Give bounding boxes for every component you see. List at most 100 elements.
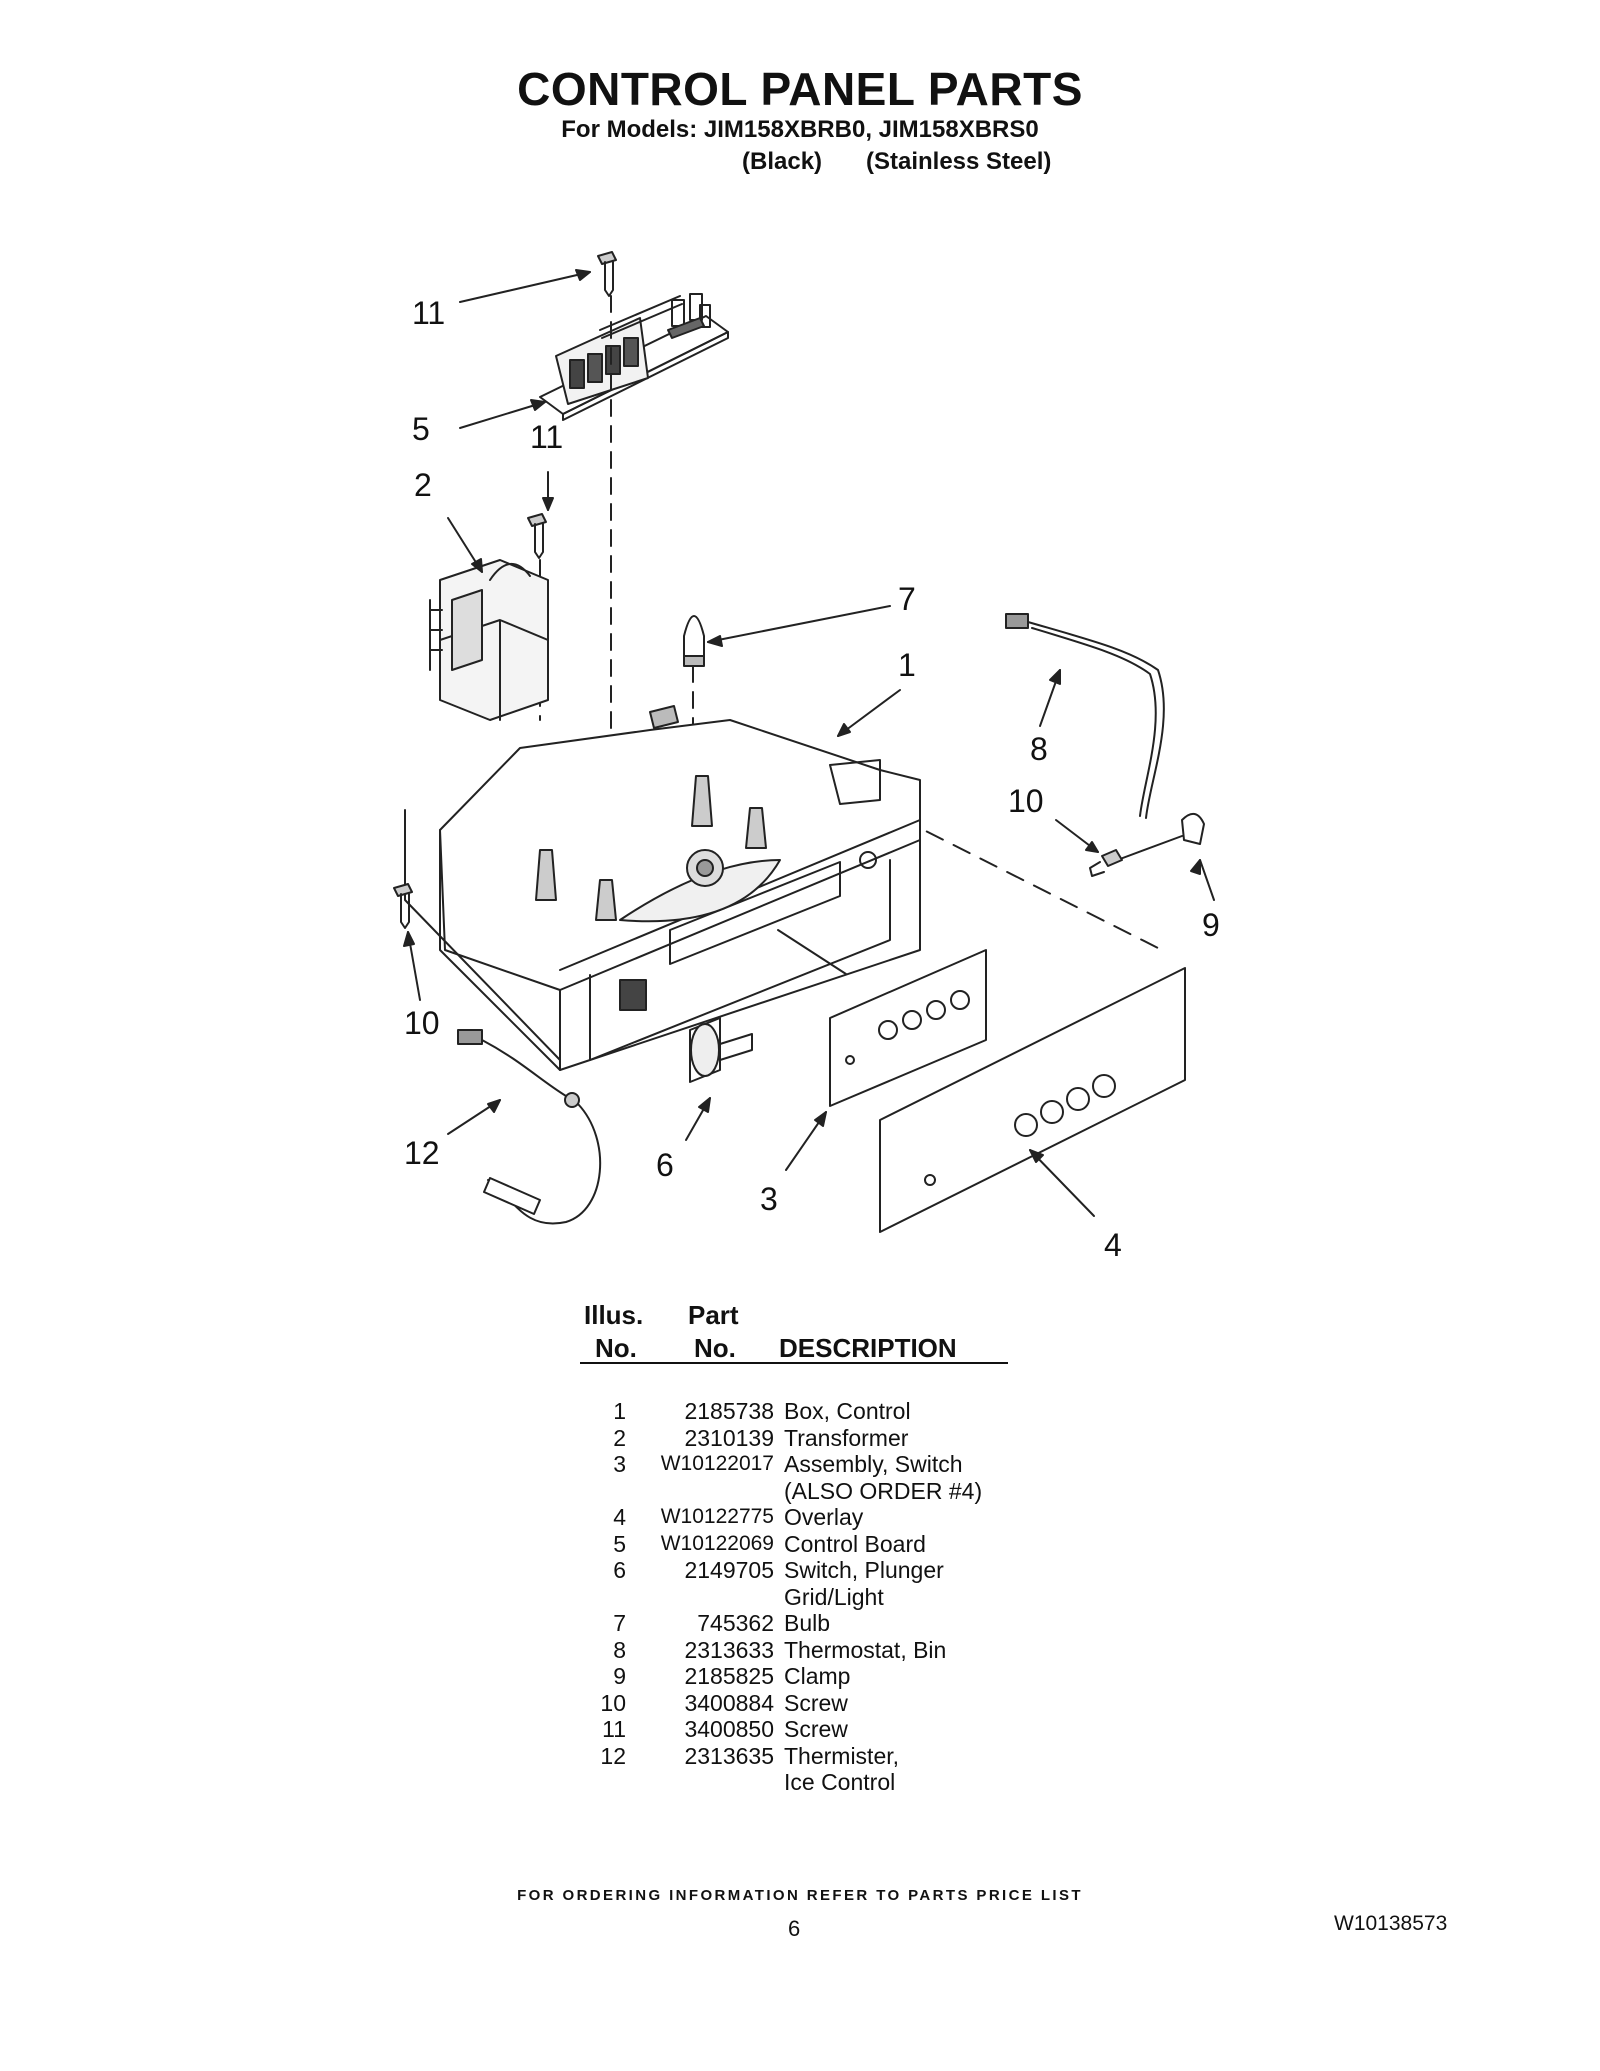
overlay-part [879,967,1186,1233]
callout-12: 12 [404,1135,440,1171]
description: Transformer [784,1424,909,1451]
callout-5: 5 [412,411,430,447]
callout-6: 6 [656,1147,674,1183]
part-no: 745362 [697,1610,774,1636]
ordering-note: FOR ORDERING INFORMATION REFER TO PARTS … [517,1887,1083,1904]
callout-10-right: 10 [1008,783,1044,819]
description: Screw [784,1716,848,1742]
table-row: 6 2149705 Switch, Plunger [560,1557,982,1584]
page-number: 6 [788,1916,801,1941]
callout-3: 3 [760,1181,778,1217]
illus-no: 1 [613,1398,626,1424]
clamp-part [1111,813,1205,863]
part-no: 2149705 [684,1557,774,1583]
variant-stainless: (Stainless Steel) [866,148,1052,175]
callout-7: 7 [898,581,916,617]
description: Switch, Plunger [784,1557,944,1583]
transformer-part [429,559,549,721]
table-row: 11 3400850 Screw [560,1716,982,1743]
callout-2: 2 [414,467,432,503]
part-no [626,1769,774,1796]
part-no: 2185825 [684,1663,774,1689]
illus-no: 11 [602,1716,626,1742]
header-description: DESCRIPTION [779,1333,957,1363]
variant-black: (Black) [742,148,823,175]
callout-1: 1 [898,647,916,683]
header-illus-line1: Illus. [584,1300,644,1330]
plunger-switch-part [689,1017,753,1083]
part-no: 2185738 [684,1398,774,1424]
table-row: (ALSO ORDER #4) [560,1478,982,1505]
table-row: 10 3400884 Screw [560,1690,982,1717]
part-no: W10122775 [660,1505,774,1528]
table-row: 8 2313633 Thermostat, Bin [560,1637,982,1664]
table-row: 7 745362 Bulb [560,1610,982,1637]
table-row: Grid/Light [560,1584,982,1611]
part-no: 2310139 [684,1424,774,1451]
part-no: W10122017 [660,1452,774,1475]
description: Thermister, [784,1742,900,1769]
description: Box, Control [784,1398,911,1424]
description: Overlay [784,1504,864,1530]
screw-10-right [1089,849,1123,877]
table-row: 3 W10122017 Assembly, Switch [560,1451,982,1478]
page-title: CONTROL PANEL PARTS [517,63,1083,115]
illus-no: 8 [613,1636,626,1663]
illus-no: 10 [600,1689,626,1716]
illus-no [560,1584,626,1611]
description: (ALSO ORDER #4) [784,1477,983,1504]
table-row: Ice Control [560,1769,982,1796]
callout-10-left: 10 [404,1005,440,1041]
description: Bulb [784,1610,831,1636]
table-row: 1 2185738 Box, Control [560,1398,982,1425]
illus-no: 6 [613,1557,626,1583]
callout-9: 9 [1202,907,1220,943]
illus-no: 9 [613,1663,626,1689]
table-row: 12 2313635 Thermister, [560,1743,982,1770]
callout-11-left: 11 [530,419,563,455]
bin-thermostat-part [1005,613,1165,819]
description: Screw [784,1689,848,1716]
exploded-parts-diagram: 11 5 11 2 7 1 8 10 9 10 12 6 3 4 [393,251,1220,1263]
callout-11-top: 11 [412,295,445,331]
header-part-line2: No. [694,1333,736,1363]
description: Thermostat, Bin [784,1636,947,1663]
control-board-part [539,293,729,421]
models-line: For Models: JIM158XBRB0, JIM158XBRS0 [561,116,1039,143]
parts-list: 1 2185738 Box, Control 2 2310139 Transformer… [560,1398,982,1796]
screw-10-left [393,883,413,929]
part-no: 2313635 [684,1742,774,1769]
part-no [626,1584,774,1611]
description: Assembly, Switch [784,1451,963,1477]
illus-no: 2 [613,1424,626,1451]
illus-no: 4 [613,1504,626,1530]
illus-no: 12 [600,1742,626,1769]
header-illus-line2: No. [595,1333,637,1363]
switch-assembly-part [829,949,987,1107]
table-row: 4 W10122775 Overlay [560,1504,982,1531]
callout-4: 4 [1104,1227,1122,1263]
part-no: W10122069 [660,1531,774,1555]
bulb-part [683,615,705,667]
part-no: 2313633 [684,1636,774,1663]
thermister-part [457,1029,602,1225]
screw-11-left [527,513,547,559]
control-box-part [404,705,921,1071]
illus-no [560,1478,626,1505]
header-rule [580,1362,1008,1364]
leader-lines [403,269,1215,1217]
illus-no: 5 [613,1530,626,1557]
illus-no: 7 [613,1610,626,1636]
illus-no [560,1769,626,1796]
part-no: 3400850 [684,1716,774,1742]
document-number: W10138573 [1334,1912,1448,1935]
illus-no: 3 [613,1451,626,1477]
table-row: 2 2310139 Transformer [560,1425,982,1452]
description: Clamp [784,1663,851,1689]
description: Grid/Light [784,1583,884,1610]
header-part-line1: Part [688,1300,739,1330]
description: Ice Control [784,1769,896,1795]
screw-11-top [597,251,617,297]
part-no: 3400884 [684,1689,774,1716]
